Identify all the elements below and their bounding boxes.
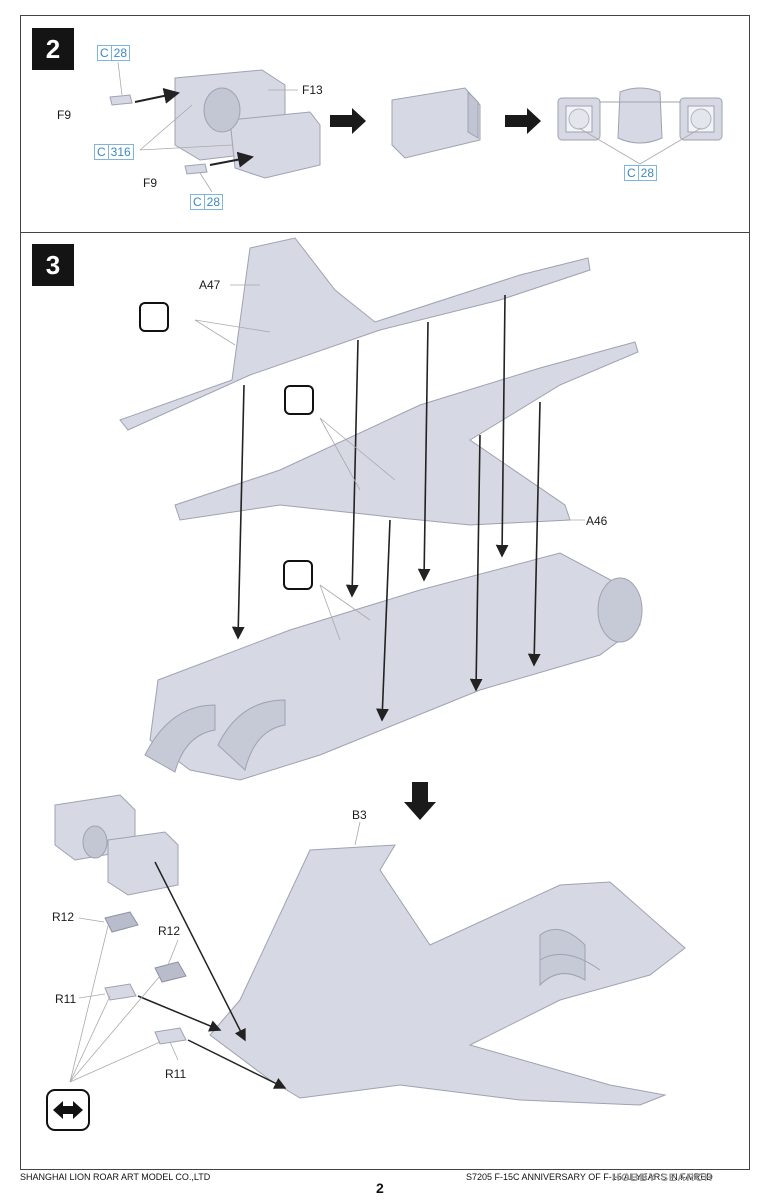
intake-trunk-half: [391, 87, 481, 159]
part-label-b3: B3: [352, 808, 367, 822]
step-3-badge: 3: [32, 244, 74, 286]
r11-part-b: [154, 1027, 187, 1045]
part-label-a46: A46: [586, 514, 608, 528]
intake-assembly-front: [557, 87, 723, 144]
fuselage-lower-part: [144, 552, 643, 781]
page-number: 2: [376, 1180, 384, 1196]
footer-product: S7205 F-15C ANNIVERSARY OF F-15 AEYEARS …: [466, 1172, 713, 1182]
part-label-f13: F13: [302, 83, 323, 97]
watermark: HOBBY SEARCH: [612, 1172, 714, 1184]
arrow-right-icon: [330, 108, 366, 134]
intake-trunk-part: [174, 69, 321, 179]
arrow-right-icon: [505, 108, 541, 134]
wing-part-a46: [174, 341, 639, 526]
double-arrow-icon: [46, 1089, 90, 1131]
step-2-badge: 2: [32, 28, 74, 70]
upper-wing-part-a47: [119, 237, 591, 431]
step-divider: [20, 232, 750, 233]
part-label-r11-b: R11: [165, 1067, 187, 1081]
drill-hole-icon: [284, 385, 314, 415]
part-label-a47: A47: [199, 278, 221, 292]
part-label-r12-a: R12: [52, 910, 75, 924]
f9-part-top: [109, 94, 133, 106]
intake-trunk-assembled: [54, 794, 179, 896]
part-label-r12-b: R12: [158, 924, 181, 938]
drill-hole-icon: [139, 302, 169, 332]
assembly-arrows: [231, 294, 541, 722]
r12-part-b: [154, 961, 187, 983]
drill-hole-icon: [283, 560, 313, 590]
part-label-f9-top: F9: [57, 108, 72, 122]
r11-part-a: [104, 983, 137, 1001]
lower-fuselage-part-b3: [209, 844, 686, 1106]
instruction-frame: [20, 15, 750, 1170]
part-label-r11-a: R11: [55, 992, 77, 1006]
part-label-f9-bottom: F9: [143, 176, 158, 190]
f9-part-bottom: [184, 163, 208, 175]
r12-part-a: [104, 911, 139, 933]
footer-company: SHANGHAI LION ROAR ART MODEL CO.,LTD: [20, 1172, 211, 1182]
arrow-down-icon: [404, 782, 436, 820]
